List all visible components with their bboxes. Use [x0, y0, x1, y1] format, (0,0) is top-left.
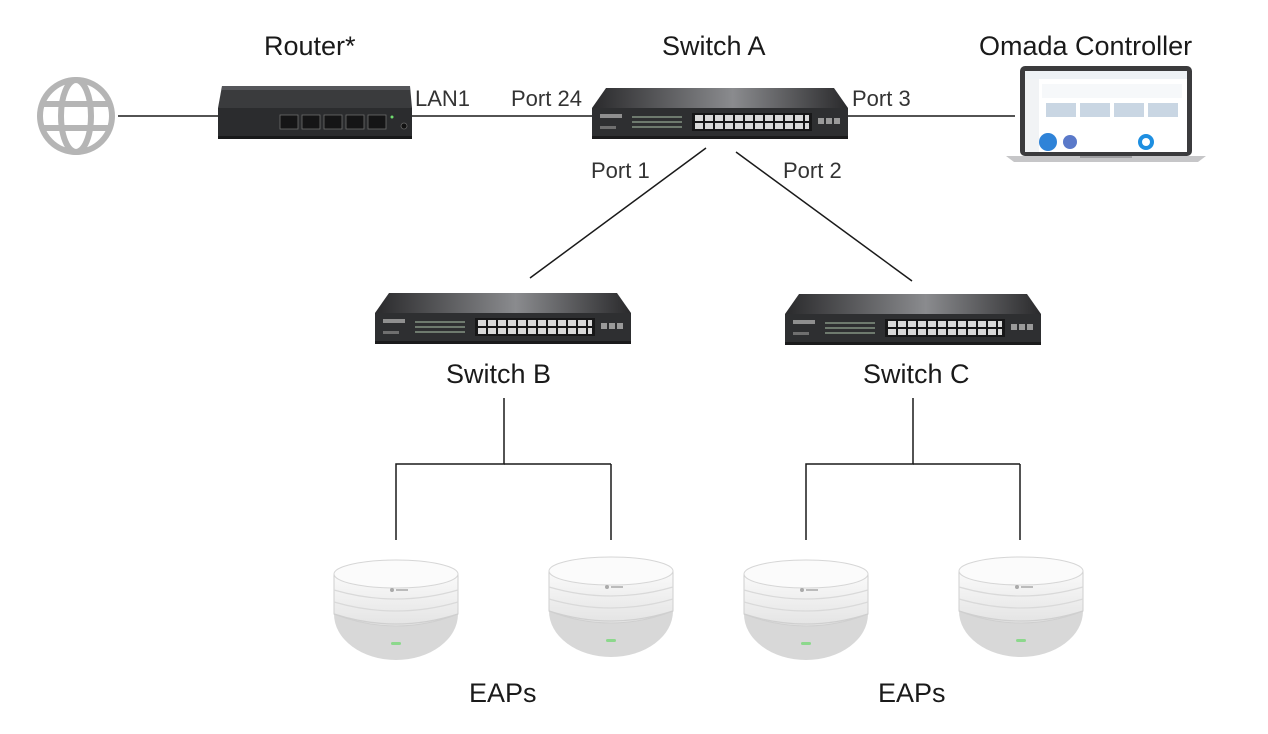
switch-b-device — [375, 293, 631, 344]
link-switch-a-switch-b — [529, 147, 707, 279]
link-switch-b-eaps — [395, 398, 505, 540]
link-switch-c-eaps — [805, 398, 914, 540]
switch-a-device — [592, 88, 848, 139]
eaps-right-label: EAPs — [878, 678, 946, 708]
access-point-1 — [333, 559, 459, 661]
controller-label: Omada Controller — [979, 31, 1193, 61]
switch-b-label: Switch B — [446, 359, 552, 389]
router-device — [218, 86, 412, 139]
switch-a-label: Switch A — [662, 31, 766, 61]
globe-icon — [37, 77, 115, 155]
access-point-2 — [548, 556, 674, 658]
eaps-left-label: EAPs — [469, 678, 537, 708]
router-lan-port-label: LAN1 — [415, 86, 471, 111]
laptop-icon — [1006, 66, 1206, 162]
switch-a-uplink-port-label: Port 24 — [511, 86, 582, 111]
access-point-3 — [743, 559, 869, 661]
switch-c-label: Switch C — [863, 359, 970, 389]
switch-a-port-1-label: Port 1 — [591, 158, 650, 183]
router-label: Router* — [264, 31, 356, 61]
access-point-4 — [958, 556, 1084, 658]
switch-a-port-2-label: Port 2 — [783, 158, 842, 183]
network-links — [118, 115, 1021, 540]
link-switch-a-switch-c — [735, 151, 913, 282]
switch-c-device — [785, 294, 1041, 345]
switch-a-controller-port-label: Port 3 — [852, 86, 911, 111]
